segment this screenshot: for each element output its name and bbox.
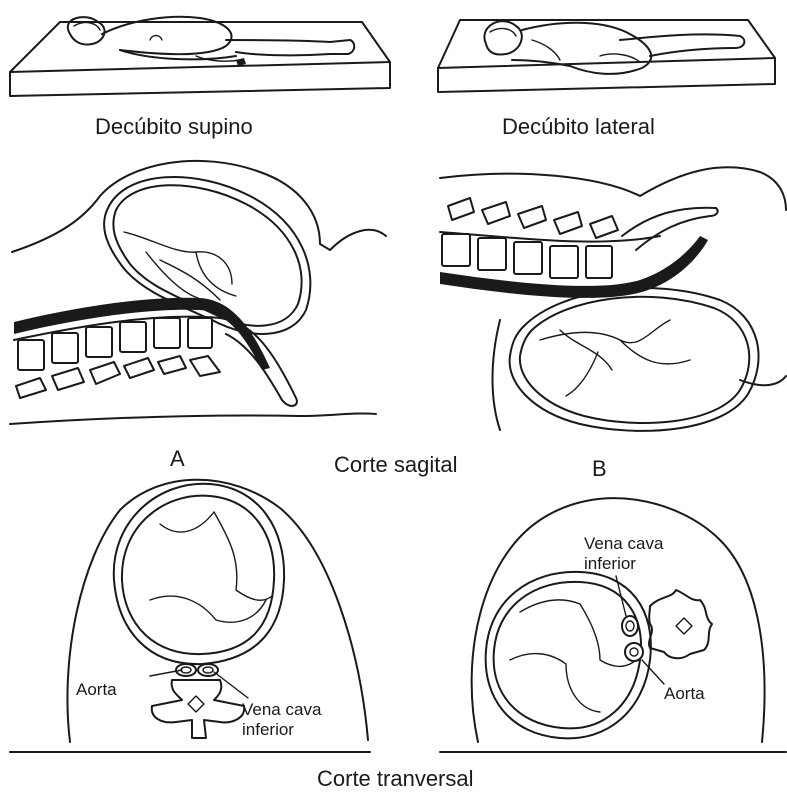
vertebra-left (152, 680, 244, 738)
supine-woman (68, 17, 355, 66)
uterus-left (114, 484, 284, 664)
fetus-a (124, 232, 236, 300)
label-supine: Decúbito supino (95, 116, 253, 138)
abdomen-outline-a (12, 161, 386, 252)
fetus-b (540, 320, 690, 396)
label-lateral: Decúbito lateral (502, 116, 655, 138)
label-aorta-left: Aorta (76, 680, 117, 699)
back-outline-a (10, 413, 376, 424)
label-transverse: Corte tranversal (317, 768, 474, 790)
label-vena-cava-right-line2: inferior (584, 554, 636, 573)
spinous-processes-a (16, 356, 220, 398)
label-panel-a: A (170, 448, 185, 470)
supine-illustration (10, 17, 390, 96)
vertebra-right (649, 590, 712, 658)
lateral-illustration (438, 20, 775, 92)
fetus-right (510, 600, 640, 712)
sagittal-b-illustration (440, 167, 786, 431)
leader-vena-right (616, 576, 626, 616)
label-vena-cava-left-line2: inferior (242, 720, 294, 739)
abdomen-outline-b (493, 320, 787, 430)
mattress-right (438, 20, 775, 92)
fetus-left (150, 512, 272, 622)
back-outline-b (440, 167, 786, 210)
label-aorta-right: Aorta (664, 684, 705, 703)
label-panel-b: B (592, 458, 607, 480)
uterus-b (510, 288, 759, 431)
label-sagittal: Corte sagital (334, 454, 458, 476)
sagittal-a-illustration (10, 161, 386, 424)
label-vena-cava-right-line1: Vena cava (584, 534, 663, 553)
label-vena-cava-left-line1: Vena cava (242, 700, 321, 719)
